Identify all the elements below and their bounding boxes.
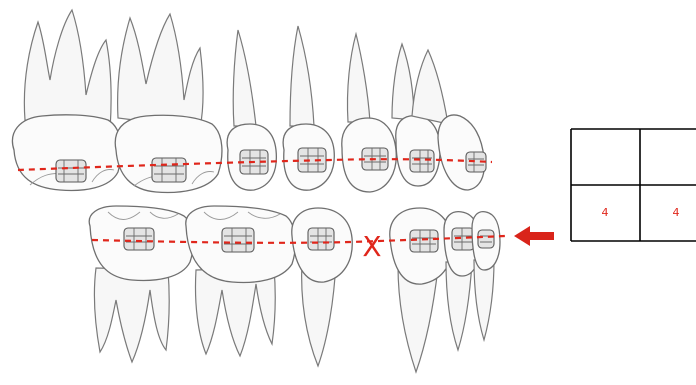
bracket — [222, 228, 254, 252]
chart-cell-bottom-right: 4 — [673, 206, 680, 219]
bracket — [56, 160, 86, 182]
upper-first-molar — [12, 10, 121, 190]
bracket — [124, 228, 154, 250]
lower-arch — [89, 206, 505, 372]
upper-premolar-1 — [227, 30, 276, 190]
bracket — [308, 228, 334, 250]
lower-central-incisor — [472, 212, 500, 340]
tooth-chart: 4 4 — [571, 129, 696, 241]
lower-canine — [390, 208, 452, 372]
upper-canine — [342, 34, 396, 192]
upper-premolar-2 — [283, 26, 334, 190]
lower-premolar — [292, 208, 352, 366]
lower-first-molar — [89, 206, 193, 362]
extraction-mark: X — [362, 230, 381, 263]
bracket — [410, 230, 438, 252]
lower-second-molar — [186, 206, 296, 356]
bracket — [478, 230, 494, 248]
bracket — [410, 150, 434, 172]
upper-arch — [12, 10, 492, 192]
bracket — [298, 148, 326, 172]
bracket — [152, 158, 186, 182]
chart-cell-bottom-left: 4 — [602, 206, 609, 219]
left-arrow-icon — [514, 226, 554, 246]
